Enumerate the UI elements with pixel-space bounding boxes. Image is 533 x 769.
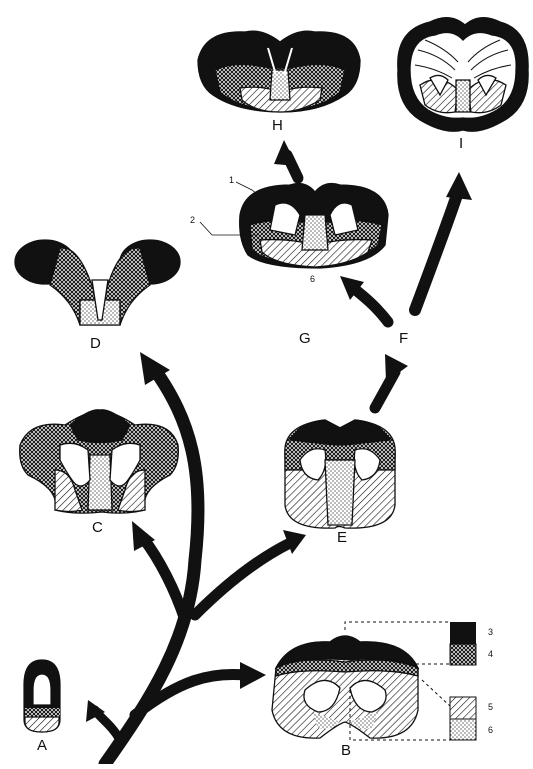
stage-c-section [20,410,179,513]
arrow-f-i [415,195,457,310]
stage-b-section [272,636,418,738]
legend-number-3: 3 [488,628,493,637]
label-stage-d: D [90,336,101,351]
label-stage-e: E [337,530,347,545]
branch-to-c [143,538,185,620]
label-stage-g: G [299,331,311,346]
stage-d-section [15,240,180,325]
label-stage-c: C [92,520,103,535]
label-stage-a: A [37,738,47,753]
legend-swatch-6 [450,719,476,740]
callout-6-stage-g: 6 [310,275,315,284]
callout-1: 1 [229,176,234,185]
stage-h-section [198,31,360,112]
legend-swatch-5 [450,697,476,719]
label-stage-h: H [272,118,283,133]
legend-number-5: 5 [488,703,493,712]
stage-i-section [398,18,528,132]
arrowhead-b [240,662,266,689]
label-stage-b: B [341,743,351,758]
legend-swatch-4 [450,644,476,665]
arrow-f-g [352,287,388,322]
legend-swatch-3 [450,622,476,644]
legend-number-4: 4 [488,650,493,659]
arrowhead-h [274,140,297,166]
arrowhead-i [446,172,472,200]
label-stage-f: F [399,331,408,346]
stage-g-section [240,184,388,268]
stage-e-section [285,420,395,528]
branch-to-e [195,543,290,615]
callout-2: 2 [190,216,195,225]
label-stage-i: I [459,136,463,151]
stage-a-section [24,660,60,732]
legend-number-6: 6 [488,726,493,735]
